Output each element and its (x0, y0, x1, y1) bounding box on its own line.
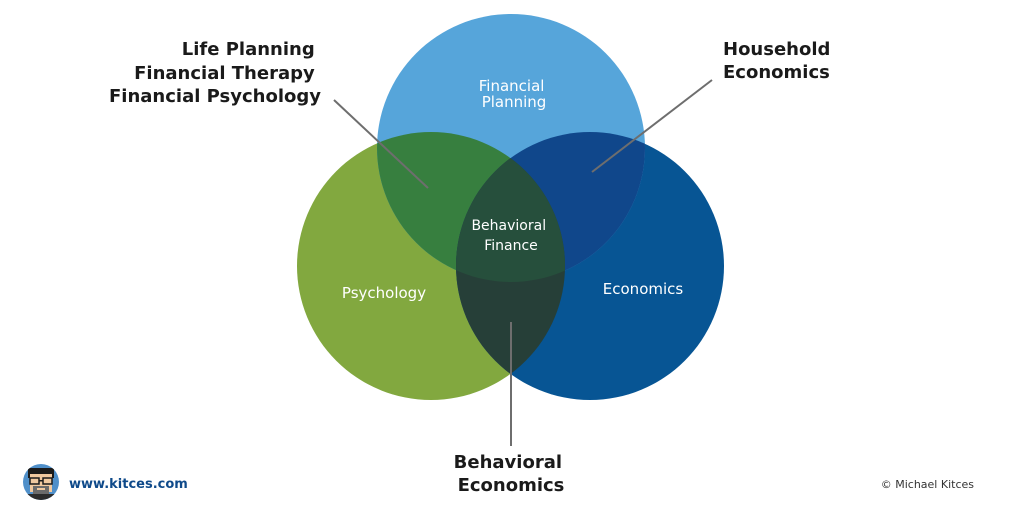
financial-planning-label-line-2: Planning (482, 93, 547, 111)
website-link[interactable]: www.kitces.com (69, 477, 188, 492)
callout-top-left: Life Planning Financial Therapy Financia… (109, 39, 321, 107)
callout-bottom: Behavioral Economics (454, 452, 569, 496)
behavioral-finance-label-line-2: Finance (484, 238, 538, 254)
callout-top-right-line-2: Economics (723, 62, 830, 83)
economics-label: Economics (603, 280, 684, 298)
callout-top-left-line-3: Financial Psychology (109, 86, 321, 107)
financial-planning-label: Financial Planning (479, 77, 549, 111)
behavioral-finance-label: Behavioral Finance (471, 218, 550, 254)
callout-top-left-line-2: Financial Therapy (134, 63, 315, 84)
behavioral-finance-overlap (456, 132, 565, 282)
psychology-label: Psychology (342, 284, 426, 302)
leader-line-top-left (333, 99, 429, 189)
callout-bottom-line-1: Behavioral (454, 452, 562, 473)
leader-line-top-right (591, 79, 713, 173)
copyright-text: © Michael Kitces (881, 478, 975, 491)
callout-top-right-line-1: Household (723, 39, 830, 60)
callout-bottom-line-2: Economics (458, 475, 565, 496)
kitces-avatar-icon[interactable] (23, 464, 59, 504)
callout-top-left-line-1: Life Planning (182, 39, 315, 60)
behavioral-finance-label-line-1: Behavioral (471, 218, 546, 234)
callout-top-right: Household Economics (723, 39, 837, 83)
financial-planning-label-line-1: Financial (479, 77, 545, 95)
